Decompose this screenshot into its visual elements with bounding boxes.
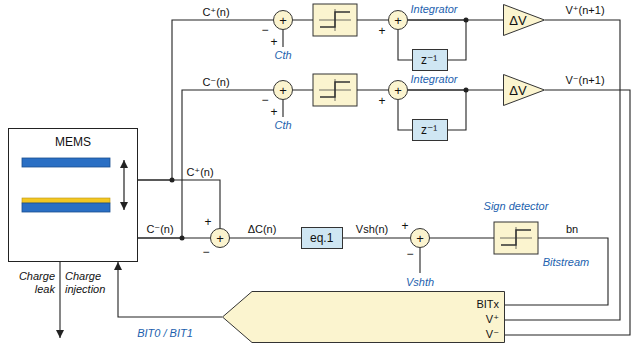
signal-label: ΔC(n) xyxy=(247,223,278,236)
sign-symbol: + xyxy=(401,220,408,233)
node-text: + xyxy=(279,14,287,27)
node-text: z⁻¹ xyxy=(421,53,439,67)
node-text: ΔV xyxy=(509,13,526,28)
block-caption: Sign detector xyxy=(484,200,549,213)
block-caption: Integrator xyxy=(410,3,457,16)
charge-control-block: BITxV⁺V⁻ xyxy=(222,291,505,343)
mems-plates xyxy=(22,158,124,212)
gain-triangle: ΔV xyxy=(503,4,545,36)
connector-wire xyxy=(138,237,210,238)
threshold-label: Cth xyxy=(274,119,291,132)
connector-wire xyxy=(343,237,410,238)
connector-wire xyxy=(138,90,273,238)
node-text: eq.1 xyxy=(310,231,334,245)
sign-symbol: + xyxy=(204,216,211,229)
connector-wire xyxy=(398,100,412,130)
summing-junction: + xyxy=(210,228,230,248)
sign-symbol: − xyxy=(261,94,268,107)
sign-symbol: − xyxy=(261,24,268,37)
sign-symbol: + xyxy=(270,36,277,49)
sign-symbol: − xyxy=(406,248,413,261)
node-text: z⁻¹ xyxy=(421,123,439,137)
node-text: V⁺ xyxy=(486,312,499,327)
sign-symbol: + xyxy=(270,106,277,119)
signal-label: C⁺(n) xyxy=(185,166,214,179)
node-text: + xyxy=(216,232,224,245)
mems-device: MEMS xyxy=(8,128,138,262)
sign-detector-symbol xyxy=(494,222,538,254)
connector-wire xyxy=(138,20,273,180)
signal-label: C⁻(n) xyxy=(201,76,230,89)
block-caption: Integrator xyxy=(410,73,457,86)
threshold-label: Cth xyxy=(274,49,291,62)
connector-wire xyxy=(118,262,222,317)
node-text: + xyxy=(279,84,287,97)
sign-symbol: − xyxy=(202,246,209,259)
connector-wire xyxy=(138,180,220,228)
junction-dot xyxy=(170,18,469,241)
node-text: + xyxy=(416,232,424,245)
block-outline xyxy=(222,291,505,343)
signal-label: C⁻(n) xyxy=(145,223,174,236)
gain-triangle: ΔV xyxy=(503,74,545,106)
summing-junction: + xyxy=(388,10,408,30)
node-text: V⁻ xyxy=(486,327,499,342)
connector-wire xyxy=(505,20,620,320)
node-text: + xyxy=(394,14,402,27)
signal-wire xyxy=(60,20,608,338)
summing-junction: + xyxy=(388,80,408,100)
summing-junction: + xyxy=(410,228,430,248)
signal-label: Bitstream xyxy=(543,256,589,269)
comparator-symbol xyxy=(313,4,357,106)
signal-label: C⁺(n) xyxy=(201,6,230,19)
connector-wire xyxy=(505,90,630,335)
node-text: MEMS xyxy=(55,135,91,149)
connector-wire xyxy=(398,30,412,60)
summing-junction: + xyxy=(273,80,293,100)
annotation-label: Charge leak xyxy=(7,270,55,296)
signal-label: V⁺(n+1) xyxy=(564,4,605,17)
signal-label: bn xyxy=(566,223,578,236)
node-text: ΔV xyxy=(509,83,526,98)
node-text: BITx xyxy=(476,297,499,312)
sign-symbol: + xyxy=(378,95,385,108)
connector-wire xyxy=(230,237,301,238)
threshold-label: Vshth xyxy=(406,276,434,289)
delay-block: z⁻¹ xyxy=(412,119,448,141)
equation-block: eq.1 xyxy=(301,227,343,249)
signal-label: Vsh(n) xyxy=(355,223,389,236)
sign-symbol: + xyxy=(378,25,385,38)
node-text: + xyxy=(394,84,402,97)
signal-label: BIT0 / BIT1 xyxy=(136,327,194,340)
annotation-label: Charge injection xyxy=(65,270,115,296)
signal-label: V⁻(n+1) xyxy=(564,74,605,87)
delay-block: z⁻¹ xyxy=(412,49,448,71)
summing-junction: + xyxy=(273,10,293,30)
